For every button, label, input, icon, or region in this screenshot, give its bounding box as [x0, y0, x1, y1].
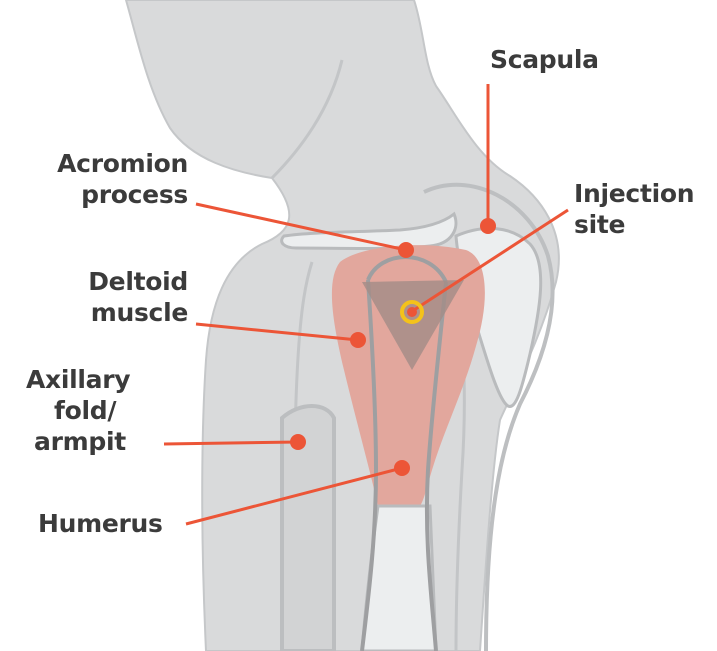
- label-injection-site: Injection site: [574, 178, 694, 240]
- humerus-dot: [394, 460, 410, 476]
- axillary-leader: [164, 442, 298, 444]
- scapula-dot: [480, 218, 496, 234]
- label-scapula: Scapula: [490, 44, 599, 75]
- deltoid-dot: [350, 332, 366, 348]
- label-acromion: Acromion process: [20, 148, 188, 210]
- label-humerus: Humerus: [38, 508, 163, 539]
- axillary-dot: [290, 434, 306, 450]
- label-deltoid: Deltoid muscle: [20, 266, 188, 328]
- acromion-dot: [398, 242, 414, 258]
- label-axillary: Axillary fold/ armpit: [26, 364, 156, 457]
